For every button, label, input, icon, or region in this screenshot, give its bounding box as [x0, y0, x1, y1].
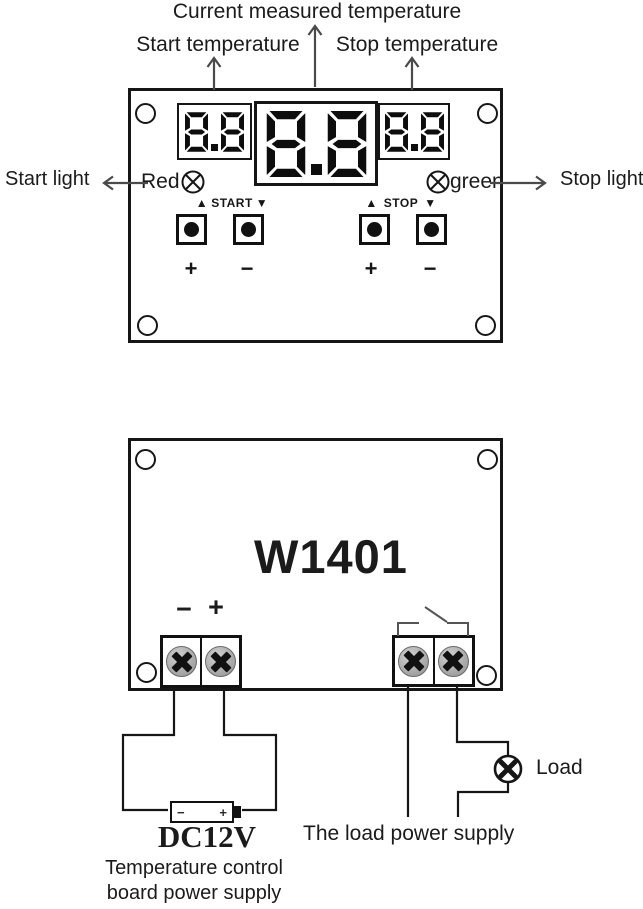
load-lamp-icon — [493, 754, 523, 784]
decimal-point-segment — [310, 163, 322, 175]
start-minus-sign: − — [240, 256, 254, 281]
stop-plus-sign: + — [364, 256, 378, 281]
stop-minus-button — [416, 214, 447, 245]
seven-segment-digit — [185, 111, 208, 152]
power-terminal-minus-sign: − — [176, 594, 192, 624]
stop-buttons-caption: ▲ STOP ▼ — [351, 196, 451, 210]
start-plus-button — [176, 214, 207, 245]
screw-icon — [205, 646, 236, 677]
board-power-supply-caption-line2: board power supply — [106, 882, 282, 904]
wire-battery-negative — [121, 687, 176, 812]
down-triangle-icon: ▼ — [255, 196, 269, 210]
stop-temperature-display — [378, 103, 450, 160]
stop-light-label: Stop light — [560, 168, 643, 190]
start-minus-button — [233, 214, 264, 245]
arrow-current-temperature — [307, 24, 323, 87]
board-model-label: W1401 — [254, 530, 408, 583]
battery-voltage-label: DC12V — [157, 819, 257, 854]
start-plus-sign: + — [184, 256, 198, 281]
stop-temperature-label: Stop temperature — [335, 33, 499, 56]
battery-minus-sign: − — [177, 804, 185, 820]
seven-segment-readout — [185, 111, 244, 152]
mounting-hole — [475, 315, 496, 336]
up-triangle-icon: ▲ — [365, 196, 378, 210]
button-dot — [184, 222, 199, 237]
terminal-cell — [200, 638, 239, 685]
load-power-supply-caption: The load power supply — [303, 822, 515, 845]
screw-icon — [166, 646, 197, 677]
down-triangle-icon: ▼ — [424, 196, 437, 210]
seven-segment-digit — [221, 111, 244, 152]
battery-terminal-nub — [233, 806, 241, 818]
terminal-cell — [163, 638, 200, 685]
wire-from-load-lamp — [456, 782, 510, 817]
screw-icon — [398, 645, 430, 677]
mounting-hole — [477, 449, 498, 470]
board-power-supply-caption-line1: Temperature control — [105, 857, 283, 879]
seven-segment-digit — [266, 110, 305, 177]
power-terminal-block — [160, 635, 242, 688]
terminal-cell — [395, 638, 433, 684]
stop-caption: STOP — [383, 196, 419, 210]
stop-plus-button — [359, 214, 390, 245]
battery-plus-sign: + — [219, 804, 227, 820]
seven-segment-readout — [384, 111, 444, 152]
start-buttons-caption: ▲ START ▼ — [182, 196, 282, 210]
seven-segment-digit — [384, 111, 408, 152]
button-dot — [424, 222, 439, 237]
mounting-hole — [476, 665, 497, 686]
load-caption: Load — [536, 756, 583, 779]
wire-battery-positive — [222, 687, 278, 812]
decimal-point-segment — [211, 143, 218, 151]
mounting-hole — [137, 315, 158, 336]
arrow-stop-temperature — [404, 56, 420, 90]
power-terminal-plus-sign: + — [208, 592, 224, 622]
mounting-hole — [135, 103, 156, 124]
wire-to-load-lamp — [455, 687, 510, 756]
terminal-cell — [432, 638, 473, 684]
button-dot — [241, 222, 256, 237]
battery-symbol: − + — [170, 801, 234, 823]
mounting-hole — [136, 662, 157, 683]
seven-segment-readout — [265, 110, 368, 177]
start-temperature-label: Start temperature — [136, 33, 300, 56]
start-caption: START — [211, 196, 253, 210]
current-measured-temperature-label: Current measured temperature — [172, 0, 462, 23]
seven-segment-digit — [327, 110, 366, 177]
green-indicator-label: green — [450, 170, 504, 193]
screw-icon — [437, 645, 469, 677]
arrow-start-temperature — [206, 56, 222, 90]
mounting-hole — [477, 103, 498, 124]
mounting-hole — [135, 449, 156, 470]
stop-minus-sign: − — [423, 256, 437, 281]
start-temperature-display — [177, 103, 252, 160]
start-light-label: Start light — [5, 168, 90, 190]
up-triangle-icon: ▲ — [195, 196, 209, 210]
red-indicator-label: Red — [141, 170, 180, 193]
decimal-point-segment — [410, 143, 418, 151]
button-dot — [367, 222, 382, 237]
relay-terminal-block — [392, 635, 475, 687]
seven-segment-digit — [420, 111, 444, 152]
current-temperature-display — [254, 101, 378, 186]
